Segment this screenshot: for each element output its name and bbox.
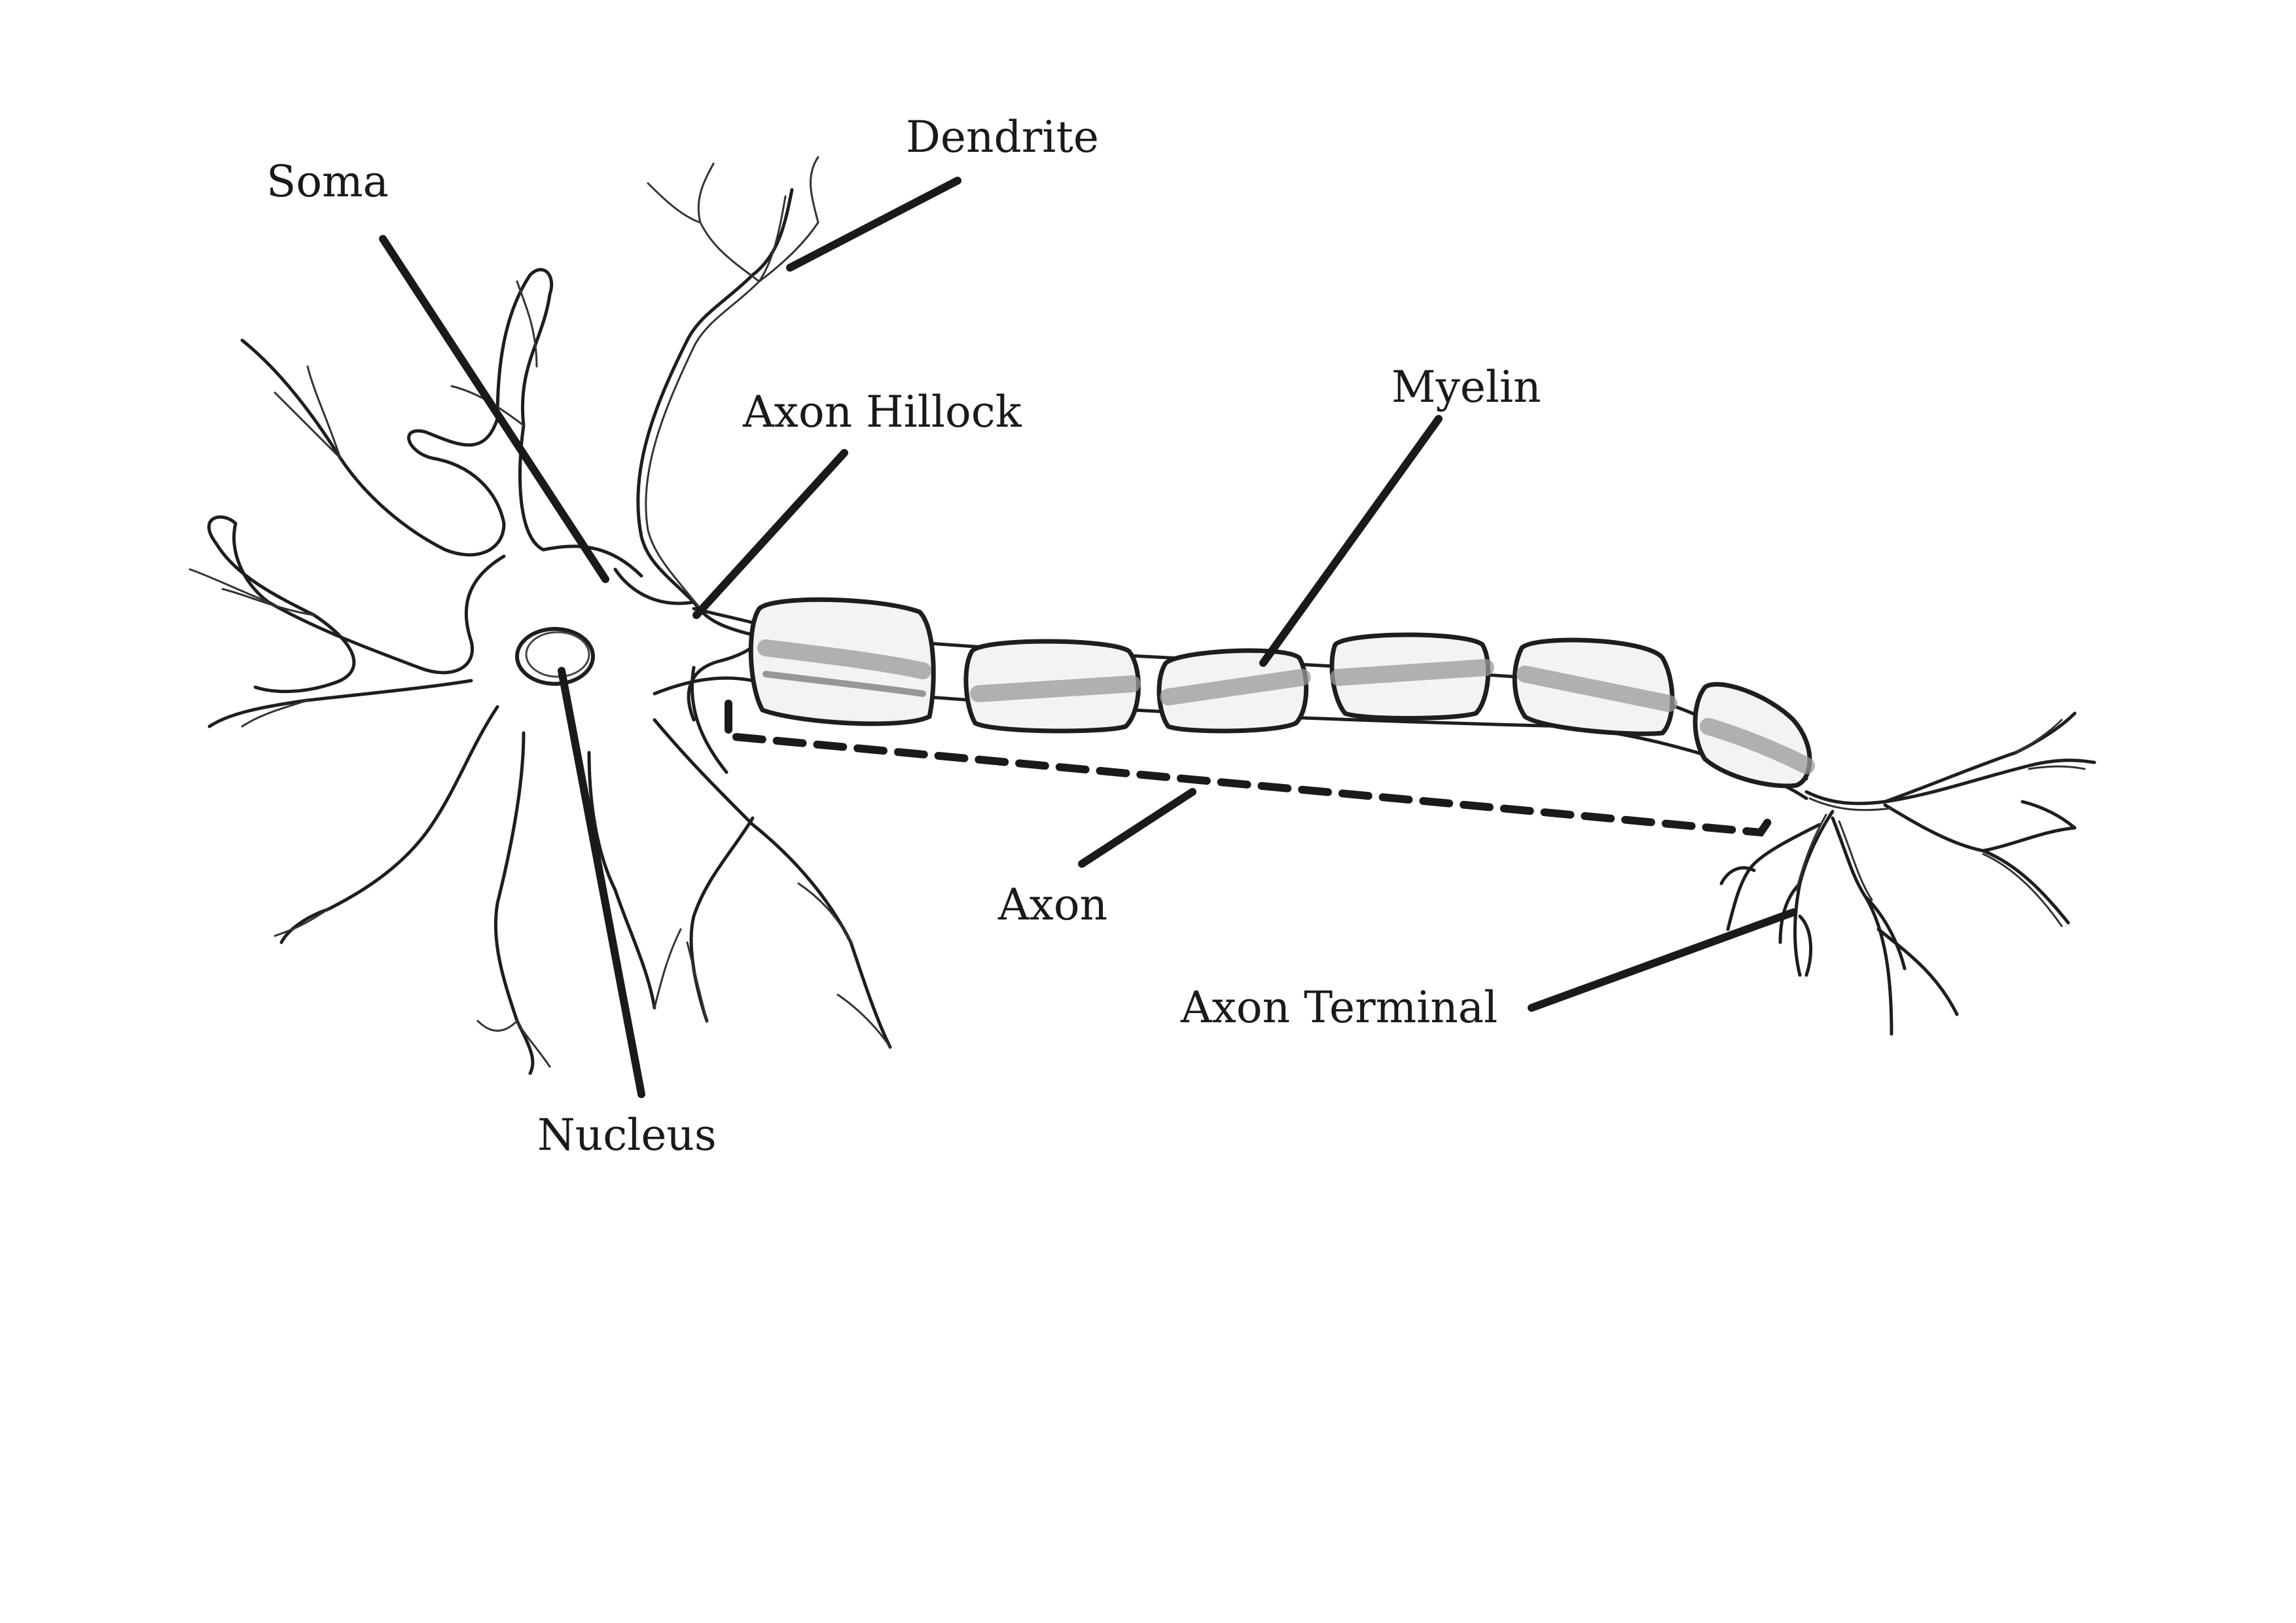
nucleus-leader-line <box>558 667 645 1098</box>
axon-terminal-branches <box>1719 711 2096 1036</box>
myelin-segment <box>1329 632 1494 721</box>
soma-leader-line <box>379 235 609 583</box>
axon-hillock-label: Axon Hillock <box>742 387 1022 437</box>
myelin-segment <box>963 639 1141 734</box>
myelin-sheath <box>748 597 1815 789</box>
axon-terminal-label: Axon Terminal <box>1180 982 1498 1033</box>
dendrite-label: Dendrite <box>906 112 1099 162</box>
myelin-label: Myelin <box>1391 362 1541 412</box>
myelin-leader-line <box>1259 415 1443 667</box>
axon-terminal-leader-line <box>1528 908 1797 1012</box>
axon-leader-line <box>1078 788 1196 868</box>
nucleus-label: Nucleus <box>537 1110 717 1160</box>
neuron-cell-body <box>188 156 892 1075</box>
myelin-segment <box>1693 682 1815 789</box>
axon-bracket <box>725 700 1779 837</box>
dendrite-leader-line <box>786 177 961 272</box>
nucleus <box>515 627 595 686</box>
myelin-segment <box>1157 648 1311 734</box>
axon-hillock-leader-line <box>692 449 848 619</box>
myelin-segment <box>1512 637 1677 736</box>
soma-label: Soma <box>266 156 389 207</box>
myelin-segment <box>748 597 936 726</box>
axon-label: Axon <box>997 880 1107 930</box>
